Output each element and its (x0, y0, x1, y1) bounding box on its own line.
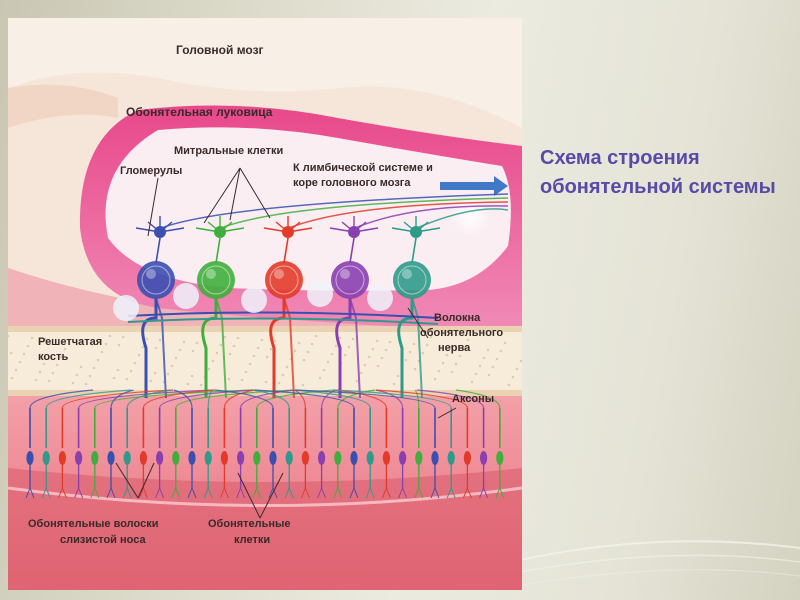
label-glomeruli: Гломерулы (120, 165, 183, 177)
label-ethmoid-line1: Решетчатая (38, 336, 103, 348)
label-limbic-line1: К лимбической системе и (293, 162, 433, 174)
label-hairs-line2: слизистой носа (60, 534, 146, 546)
diagram-illustration (8, 18, 522, 590)
label-brain: Головной мозг (176, 43, 264, 57)
label-hairs-line1: Обонятельные волоски (28, 518, 159, 530)
label-cells-line2: клетки (234, 534, 271, 546)
olfactory-diagram: Головной мозг Обонятельная луковица Митр… (8, 18, 522, 590)
label-fibers-line1: Волокна (434, 312, 481, 324)
label-ethmoid-line2: кость (38, 351, 69, 363)
label-fibers-line2: обонятельного (420, 327, 504, 339)
label-olfactory-bulb: Обонятельная луковица (126, 105, 273, 119)
label-cells-line1: Обонятельные (208, 518, 291, 530)
label-fibers-line3: нерва (438, 342, 471, 354)
label-limbic-line2: коре головного мозга (293, 177, 411, 189)
label-mitral-cells: Митральные клетки (174, 145, 284, 157)
slide-title: Схема строения обонятельной системы (540, 147, 776, 198)
label-axons: Аксоны (452, 393, 495, 405)
